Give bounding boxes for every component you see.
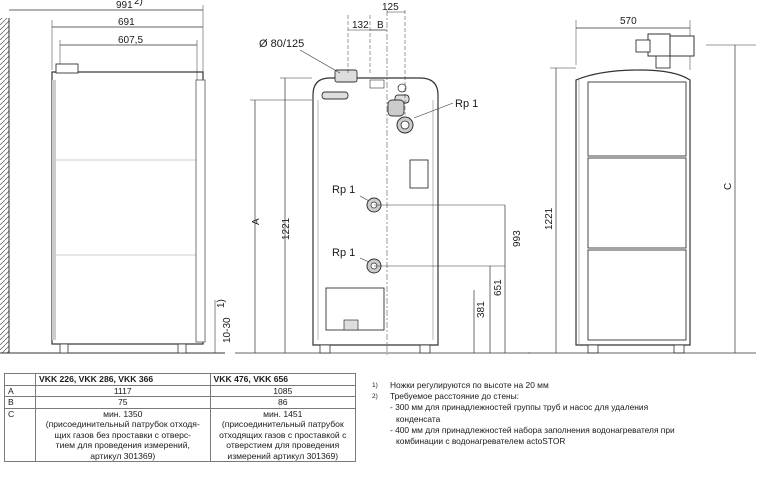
table-header-col1: VKK 226, VKK 286, VKK 366 [35, 373, 211, 386]
dim-c: C [723, 183, 734, 190]
dim-b: B [377, 20, 384, 31]
table-row: B 75 86 [4, 396, 357, 409]
dim-607: 607,5 [118, 35, 143, 46]
table-row: A 1117 1085 [4, 384, 357, 397]
dim-132: 132 [352, 20, 369, 31]
table-header-key [4, 373, 36, 386]
table-cell: 1085 [209, 384, 357, 397]
flue-diameter-label: Ø 80/125 [259, 38, 304, 50]
footnote-1: 1) Ножки регулируются по высоте на 20 мм [372, 380, 756, 391]
table-cell: 75 [35, 396, 211, 409]
footnote-1-text: Ножки регулируются по высоте на 20 мм [390, 380, 549, 390]
dim-991-note: 2) [134, 0, 143, 7]
footnote-2: 2) Требуемое расстояние до стены: [372, 391, 756, 402]
dim-1221-side: 1221 [544, 207, 555, 230]
table-header-col2: VKK 476, VKK 656 [209, 373, 357, 386]
footnote-2-mark: 2) [372, 393, 378, 401]
table-cell-key: B [4, 396, 36, 409]
footnote-1-mark: 1) [372, 382, 378, 389]
dim-1221-front: 1221 [281, 217, 292, 240]
port-rp1-low-label: Rp 1 [332, 247, 355, 259]
dim-381: 381 [476, 301, 487, 318]
table-header-row: VKK 226, VKK 286, VKK 366 VKK 476, VKK 6… [4, 373, 357, 386]
front-view: A 1221 132 B 125 Ø 80/125 Rp 1 [235, 2, 530, 355]
table-cell-key: A [4, 384, 36, 397]
dim-125: 125 [382, 2, 399, 13]
dimension-drawing: 991 2) 691 607,5 10-30 1) A 1221 [0, 0, 756, 355]
footnote-2-text: Требуемое расстояние до стены: [390, 391, 519, 402]
table-cell: 1117 [35, 384, 211, 397]
side-view: 991 2) 691 607,5 10-30 1) [0, 0, 233, 354]
table-cell: мин. 1451 (присоединительный патрубок от… [209, 407, 357, 462]
dim-993: 993 [512, 230, 523, 247]
other-side-view: 570 1221 C [528, 16, 756, 354]
footnote-2-item-2: - 400 мм для принадлежностей набора запо… [390, 424, 675, 435]
table-cell-key: C [4, 407, 36, 462]
dim-a: A [251, 218, 262, 225]
footnote-2-item-1: - 300 мм для принадлежностей группы труб… [390, 402, 649, 413]
footnote-2-item-2-cont: комбинации с водонагревателем actoSTOR [396, 436, 566, 447]
wall-hatching [0, 18, 9, 353]
dim-570: 570 [620, 16, 637, 27]
footnotes: 1) Ножки регулируются по высоте на 20 мм… [372, 380, 756, 447]
boiler-side-body [51, 71, 204, 345]
dimension-table: VKK 226, VKK 286, VKK 366 VKK 476, VKK 6… [4, 373, 357, 462]
dim-651: 651 [493, 279, 504, 296]
port-rp1-top: Rp 1 [455, 98, 478, 110]
table-cell: 86 [209, 396, 357, 409]
dim-10-30-note: 1) [216, 299, 227, 308]
footnote-2-item-1-cont: конденсата [396, 413, 441, 424]
table-row: C мин. 1350 (присоединительный патрубок … [4, 407, 357, 462]
dim-991: 991 [116, 0, 133, 11]
port-rp1-middle-label: Rp 1 [332, 184, 355, 196]
dim-10-30: 10-30 [222, 317, 233, 343]
dim-691: 691 [118, 17, 135, 28]
table-cell: мин. 1350 (присоединительный патрубок от… [35, 407, 211, 462]
